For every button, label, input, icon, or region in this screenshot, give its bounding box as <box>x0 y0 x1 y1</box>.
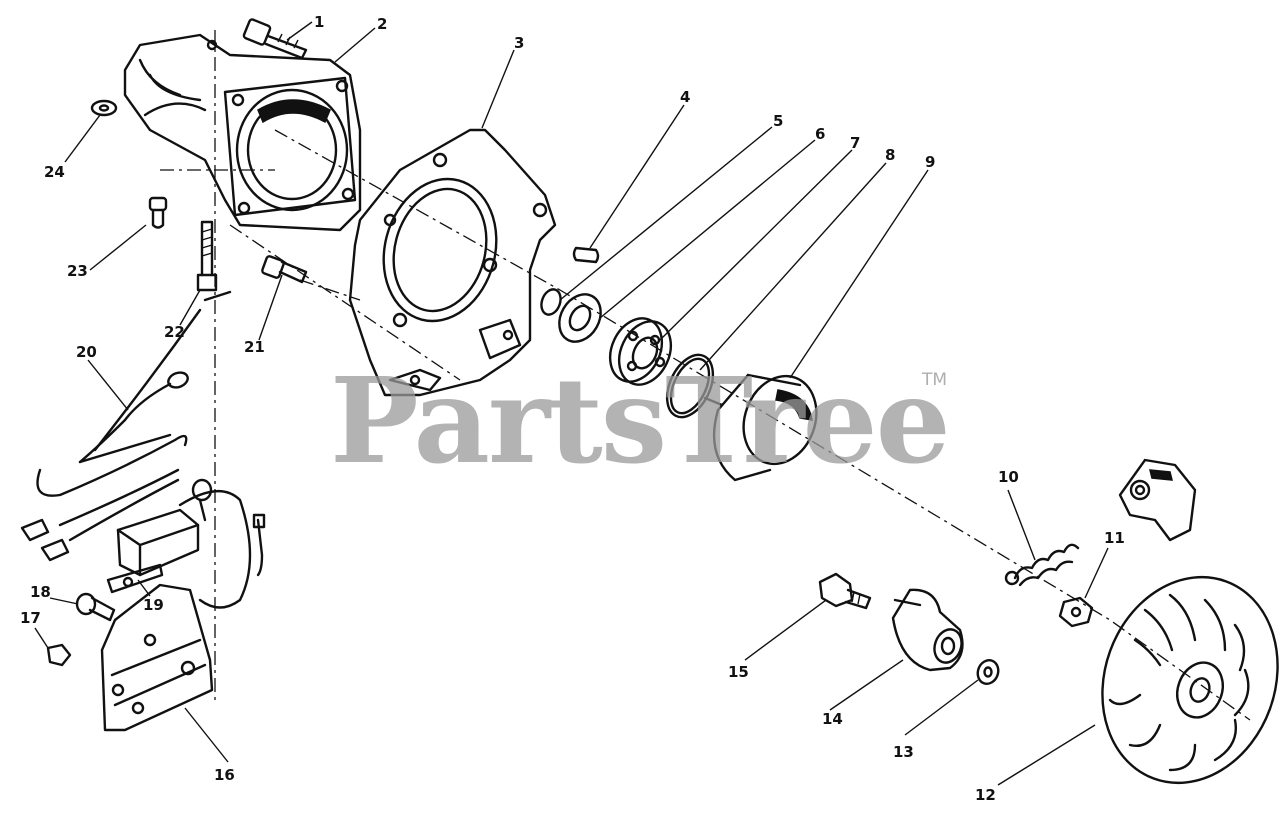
label-17: 17 <box>20 609 41 627</box>
label-2: 2 <box>377 15 387 33</box>
label-15: 15 <box>728 663 749 681</box>
part-7-bearing <box>608 317 673 386</box>
label-16: 16 <box>214 766 235 784</box>
label-23: 23 <box>67 262 88 280</box>
label-14: 14 <box>822 710 843 728</box>
label-18: 18 <box>30 583 51 601</box>
part-20-wire-harness <box>20 290 266 609</box>
part-24-washer <box>90 99 118 117</box>
part-9-clutch-drum <box>703 373 818 482</box>
watermark: PartsTree TM <box>330 351 951 490</box>
part-22-bolt <box>196 220 218 292</box>
label-12: 12 <box>975 786 996 804</box>
part-13-washer <box>976 659 1000 685</box>
part-8-retaining-ring <box>665 353 715 419</box>
part-12-flywheel <box>1101 575 1279 785</box>
watermark-trademark: TM <box>921 370 947 390</box>
part-2-housing <box>123 33 362 232</box>
part-1-bolt <box>242 18 308 60</box>
label-6: 6 <box>815 125 825 143</box>
watermark-logo-text: PartsTree <box>330 351 949 490</box>
part-14-clutch-shoe <box>891 588 964 672</box>
label-11: 11 <box>1104 529 1125 547</box>
label-13: 13 <box>893 743 914 761</box>
label-4: 4 <box>680 88 690 106</box>
part-21-bolt <box>261 255 308 284</box>
part-3-cover-plate <box>348 128 557 397</box>
part-10-spring <box>1004 543 1080 587</box>
part-clutch-shoe <box>1118 458 1197 542</box>
label-10: 10 <box>998 468 1019 486</box>
label-22: 22 <box>164 323 185 341</box>
part-15-shoulder-bolt <box>818 572 872 610</box>
label-9: 9 <box>925 153 935 171</box>
label-5: 5 <box>773 112 783 130</box>
assembly-centerlines <box>160 30 1251 721</box>
label-8: 8 <box>885 146 895 164</box>
part-23-screw <box>148 196 168 229</box>
callout-leaders <box>34 21 1109 786</box>
label-3: 3 <box>514 34 524 52</box>
part-18-screw <box>75 592 116 622</box>
label-1: 1 <box>314 13 324 31</box>
part-5-snap-ring <box>540 288 562 316</box>
callout-numbers: 1 2 3 4 5 6 7 8 9 10 11 12 13 14 15 16 1… <box>20 13 1125 804</box>
part-17-screw <box>46 643 72 667</box>
part-16-bracket <box>100 583 214 732</box>
part-19-module <box>106 508 200 594</box>
label-7: 7 <box>850 134 860 152</box>
part-4-pin <box>572 246 600 264</box>
label-24: 24 <box>44 163 65 181</box>
label-20: 20 <box>76 343 97 361</box>
label-21: 21 <box>244 338 265 356</box>
label-19: 19 <box>143 596 164 614</box>
part-11-nut <box>1058 596 1094 628</box>
part-6-washer <box>558 293 602 343</box>
